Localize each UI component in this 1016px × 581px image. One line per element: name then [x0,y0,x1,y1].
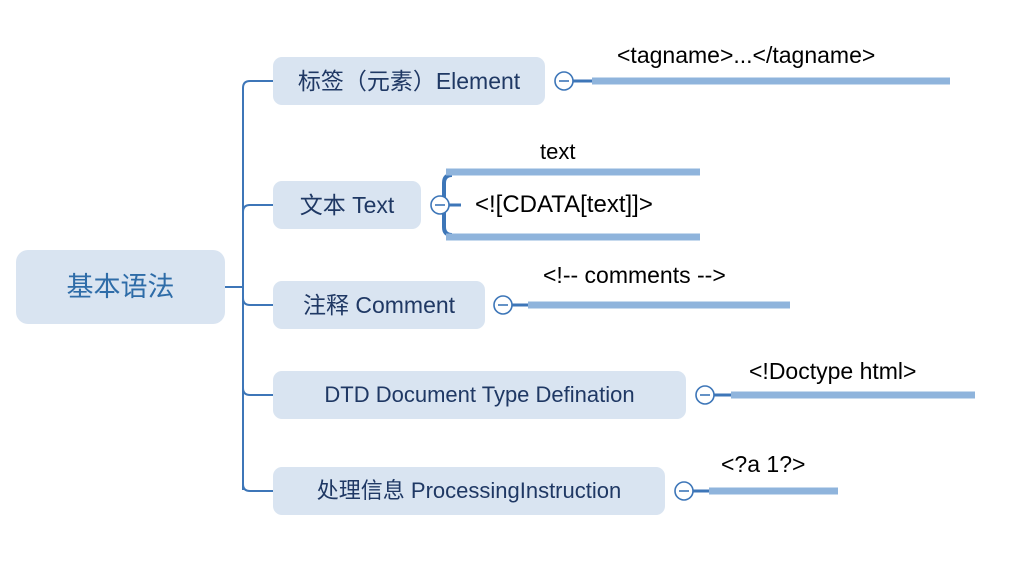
leaf-label-text: text [540,139,576,164]
branch-node-label: 注释 Comment [302,291,456,318]
circle-minus-icon-pi[interactable] [674,481,694,501]
branch-connector-element [242,80,273,92]
leaf-label-cdata: <![CDATA[text]]> [475,191,653,218]
branch-connector-comment [242,297,273,306]
leaf-label-doctype: <!Doctype html> [749,358,917,384]
leaf-label-processing-instruction: <?a 1?> [721,451,806,477]
branch-node-element[interactable]: 标签（元素）Element [273,57,545,105]
circle-minus-icon-text[interactable] [430,195,450,215]
root-node-label: 基本语法 [66,271,175,302]
circle-minus-icon-element[interactable] [554,71,574,91]
root-node[interactable]: 基本语法 [16,250,225,324]
branch-connector-pi [242,483,273,492]
leaf-label-tagname: <tagname>...</tagname> [617,42,876,68]
circle-minus-icon-dtd[interactable] [695,385,715,405]
branch-node-dtd[interactable]: DTD Document Type Defination [273,371,686,419]
branch-node-label: 标签（元素）Element [297,67,521,94]
branch-node-processing-instruction[interactable]: 处理信息 ProcessingInstruction [273,467,665,515]
leaf-label-comments: <!-- comments --> [543,262,726,288]
branch-node-label: 文本 Text [299,191,395,218]
branch-node-comment[interactable]: 注释 Comment [273,281,485,329]
branch-node-text[interactable]: 文本 Text [273,181,421,229]
branch-node-label: 处理信息 ProcessingInstruction [316,478,622,503]
branch-connector-text [242,204,273,213]
circle-minus-icon-comment[interactable] [493,295,513,315]
branch-connector-dtd [242,387,273,396]
branch-node-label: DTD Document Type Defination [324,382,635,407]
